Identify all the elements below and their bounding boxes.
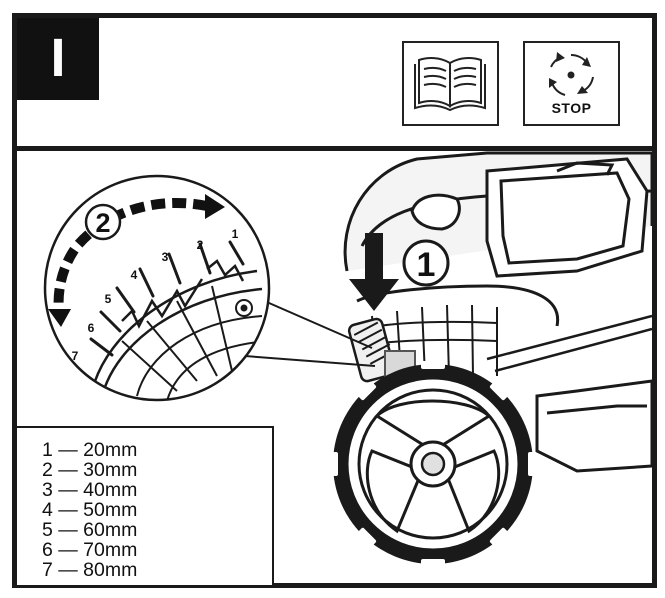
legend-item-4: 4 — 50mm: [42, 500, 137, 520]
stop-icon-box: STOP: [523, 41, 620, 126]
legend-item-2: 2 — 30mm: [42, 460, 137, 480]
legend-item-1: 1 — 20mm: [42, 440, 137, 460]
gauge-level-2: 2: [197, 238, 204, 252]
gauge-level-4: 4: [131, 268, 138, 282]
magnified-detail: 2 1 2 3 4 5 6 7: [45, 176, 269, 401]
gauge-level-5: 5: [105, 292, 112, 306]
panel-header: I: [17, 18, 652, 151]
manual-icon-box: [402, 41, 499, 126]
rotating-blade-stop-icon: [525, 43, 617, 103]
legend-item-5: 5 — 60mm: [42, 520, 137, 540]
legend-item-3: 3 — 40mm: [42, 480, 137, 500]
cutting-height-legend: 1 — 20mm 2 — 30mm 3 — 40mm 4 — 50mm 5 — …: [17, 426, 274, 585]
gauge-level-3: 3: [162, 250, 169, 264]
callout-1: 1: [404, 241, 448, 285]
gauge-level-6: 6: [88, 321, 95, 335]
callout-1-label: 1: [417, 246, 436, 284]
wheel: [330, 361, 536, 567]
step-label: I: [17, 28, 99, 88]
callout-2-label: 2: [95, 208, 110, 238]
legend-item-7: 7 — 80mm: [42, 560, 137, 580]
gauge-level-7: 7: [72, 349, 79, 363]
open-book-icon: [404, 43, 496, 123]
gauge-level-1: 1: [232, 227, 239, 241]
instruction-panel: I: [12, 13, 657, 588]
legend-item-6: 6 — 70mm: [42, 540, 137, 560]
stop-label: STOP: [525, 100, 618, 116]
step-badge: I: [17, 18, 99, 100]
